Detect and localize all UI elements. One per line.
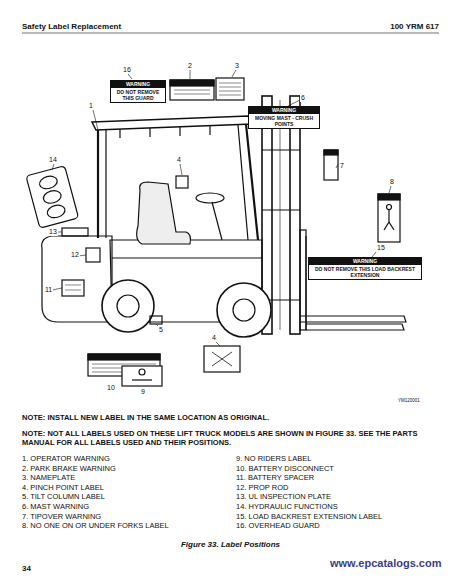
page-code: 100 YRM 617 xyxy=(0,22,439,31)
callout-number: 10 xyxy=(106,384,116,392)
callout-number: 6 xyxy=(300,94,306,102)
callout-number: 5 xyxy=(158,326,164,334)
figure-caption: Figure 33. Label Positions xyxy=(0,540,461,549)
label-list-item: 5. TILT COLUMN LABEL xyxy=(22,493,105,502)
label-list-item: 7. TIPOVER WARNING xyxy=(22,513,101,522)
callout-number: 9 xyxy=(140,388,146,396)
note: NOTE: INSTALL NEW LABEL IN THE SAME LOCA… xyxy=(22,414,442,423)
callout-number: 8 xyxy=(389,178,395,186)
label-list-item: 15. LOAD BACKREST EXTENSION LABEL xyxy=(236,513,382,522)
page-header: Safety Label Replacement xyxy=(22,22,121,31)
callout-number: 12 xyxy=(70,251,80,259)
label-text: MOVING MAST - CRUSH POINTS xyxy=(249,114,319,128)
callout-number: 14 xyxy=(48,156,58,164)
label-list-item: 9. NO RIDERS LABEL xyxy=(236,455,311,464)
callout-number: 13 xyxy=(48,228,58,236)
callout-number: 2 xyxy=(187,62,193,70)
label-text: DO NOT REMOVE THIS GUARD xyxy=(111,88,165,102)
callout-number: 1 xyxy=(88,102,94,110)
label-list-item: 4. PINCH POINT LABEL xyxy=(22,484,104,493)
label-list-item: 12. PROP ROD xyxy=(236,484,288,493)
label-list-item: 3. NAMEPLATE xyxy=(22,474,75,483)
label-list-item: 16. OVERHEAD GUARD xyxy=(236,522,320,531)
note: NOTE: NOT ALL LABELS USED ON THESE LIFT … xyxy=(22,430,442,447)
label-list-item: 1. OPERATOR WARNING xyxy=(22,455,110,464)
warning-label: WARNINGDO NOT REMOVE THIS LOAD BACKREST … xyxy=(308,257,422,280)
label-text: DO NOT REMOVE THIS LOAD BACKREST EXTENSI… xyxy=(309,265,421,279)
label-heading: WARNING xyxy=(111,81,165,88)
callout-number: 7 xyxy=(339,162,345,170)
callout-number: 15 xyxy=(376,244,386,252)
label-list-item: 8. NO ONE ON OR UNDER FORKS LABEL xyxy=(22,522,169,531)
label-list-item: 10. BATTERY DISCONNECT xyxy=(236,465,334,474)
callout-number: 11 xyxy=(44,286,53,294)
page-number: 34 xyxy=(22,564,31,573)
label-list-item: 13. UL INSPECTION PLATE xyxy=(236,493,331,502)
label-list-item: 6. MAST WARNING xyxy=(22,503,89,512)
label-heading: WARNING xyxy=(309,258,421,265)
label-list-item: 11. BATTERY SPACER xyxy=(236,474,314,483)
callout-number: 3 xyxy=(234,62,240,70)
watermark: www.epcatalogs.com xyxy=(330,557,441,570)
callout-number: 16 xyxy=(122,66,132,74)
figure-code: YM120001 xyxy=(398,398,420,403)
label-list-item: 2. PARK BRAKE WARNING xyxy=(22,465,116,474)
label-list-item: 14. HYDRAULIC FUNCTIONS xyxy=(236,503,338,512)
warning-label: WARNINGDO NOT REMOVE THIS GUARD xyxy=(110,80,166,103)
label-heading: WARNING xyxy=(249,107,319,114)
callout-number: 4 xyxy=(176,156,182,164)
callout-number: 4 xyxy=(211,334,217,342)
warning-label: WARNINGMOVING MAST - CRUSH POINTS xyxy=(248,106,320,129)
